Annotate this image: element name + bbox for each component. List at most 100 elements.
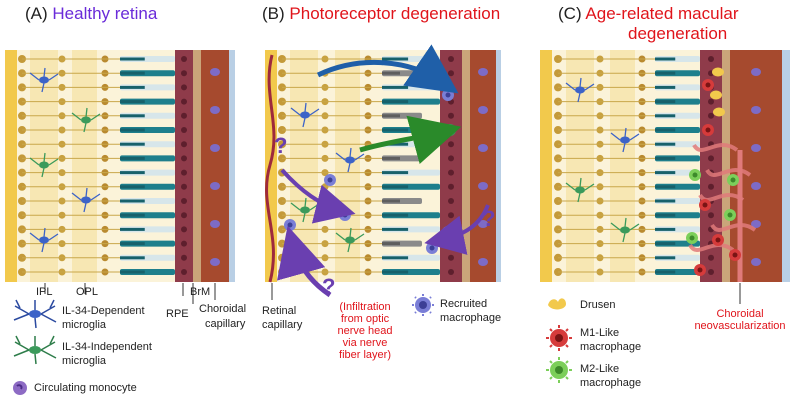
legend-il34-independent-microglia-icon	[13, 335, 57, 365]
photoreceptor-inner	[655, 85, 676, 89]
blood-cell	[478, 258, 488, 266]
blood-cell	[751, 106, 761, 114]
rpe-nucleus	[448, 112, 454, 119]
rpe-nucleus	[181, 98, 187, 105]
m2-nucleus	[730, 177, 736, 183]
panel-c-title: (C) Age-related macular	[558, 4, 739, 23]
m1-nucleus	[705, 127, 711, 133]
photoreceptor-inner	[120, 256, 145, 260]
legend-m1-macrophage-icon	[546, 325, 572, 351]
blood-cell	[478, 144, 488, 152]
photoreceptor-inner	[655, 185, 676, 189]
infiltration-note: (Infiltration from optic nerve head via …	[337, 301, 393, 361]
panel-c-title-line2: degeneration	[628, 24, 728, 43]
rpe-nucleus	[448, 169, 454, 176]
photoreceptor-inner	[120, 242, 145, 246]
rpe-nucleus	[181, 141, 187, 148]
rpe-nucleus	[448, 183, 454, 190]
macrophage-nucleus	[287, 222, 293, 228]
microglia-cell	[620, 136, 630, 144]
rpe-nucleus	[448, 141, 454, 148]
photoreceptor-inner	[382, 156, 400, 160]
rpe-nucleus	[181, 198, 187, 204]
macrophage-nucleus	[342, 212, 348, 218]
photoreceptor-inner	[382, 71, 400, 75]
rpe-nucleus	[181, 84, 187, 91]
microglia-process	[29, 227, 59, 253]
microglia-cell	[81, 116, 91, 124]
photoreceptor-inner	[120, 171, 145, 175]
legend-circulating-monocyte-icon	[13, 381, 27, 395]
photoreceptor-inner	[120, 270, 145, 274]
microglia-cell	[81, 196, 91, 204]
green-arrow	[359, 115, 462, 165]
microglia-process	[29, 152, 59, 178]
legend-il34-dependent-microglia-icon	[13, 299, 57, 329]
blood-cell	[478, 106, 488, 114]
microglia-cell	[345, 156, 355, 164]
photoreceptor-inner	[655, 156, 676, 160]
legend-drusen-label: Drusen	[580, 299, 616, 311]
neovascular-vessel	[705, 168, 752, 177]
photoreceptor-inner	[655, 171, 676, 175]
purple-arrow-3	[277, 225, 332, 298]
retinal-capillary-label: Retinal	[262, 305, 297, 317]
rpe-nucleus	[181, 226, 187, 233]
drusen	[712, 67, 724, 77]
microglia-cell	[575, 86, 585, 94]
rpe-nucleus	[448, 70, 454, 77]
photoreceptor-inner	[120, 156, 145, 160]
brm-label: BrM	[190, 286, 211, 298]
legend-m1-label-2: macrophage	[580, 341, 642, 353]
photoreceptor-inner	[655, 227, 676, 231]
legend-recruited-macrophage-icon	[412, 294, 434, 316]
photoreceptor-inner	[655, 199, 676, 203]
m2-nucleus	[689, 235, 695, 241]
rpe-nucleus	[448, 269, 454, 275]
legend-m2-label: M2-Like	[580, 363, 620, 375]
blood-cell	[478, 182, 488, 190]
blood-cell	[210, 68, 220, 76]
photoreceptor-inner	[382, 270, 409, 274]
photoreceptor-inner	[120, 100, 145, 104]
photoreceptor-inner	[655, 114, 676, 118]
rpe-nucleus	[181, 254, 187, 261]
photoreceptor-inner	[655, 142, 676, 146]
photoreceptor-inner	[120, 142, 145, 146]
m1-nucleus	[697, 267, 703, 273]
microglia-cell	[39, 76, 49, 84]
blood-cell	[478, 68, 488, 76]
photoreceptor-inner	[382, 213, 409, 217]
photoreceptor-inner	[655, 270, 676, 274]
legend-monocyte-label: Circulating monocyte	[34, 382, 137, 394]
drusen	[713, 107, 725, 117]
rpe-nucleus	[448, 254, 454, 261]
microglia-cell	[345, 236, 355, 244]
capillary-label: capillary	[205, 318, 246, 330]
m2-nucleus	[692, 172, 698, 178]
rpe-nucleus	[181, 169, 187, 176]
rpe-nucleus	[181, 70, 187, 77]
photoreceptor-inner	[655, 242, 676, 246]
macrophage-nucleus	[429, 245, 435, 251]
photoreceptor-inner	[120, 85, 145, 89]
macrophage-nucleus	[327, 177, 333, 183]
m2-nucleus	[727, 212, 733, 218]
photoreceptor-inner	[120, 227, 145, 231]
neovascular-vessel	[692, 143, 739, 152]
panel-a-title: (A) Healthy retina	[25, 4, 158, 23]
photoreceptor-inner	[382, 100, 409, 104]
microglia-process	[610, 217, 640, 243]
photoreceptor-inner	[382, 57, 409, 61]
photoreceptor-inner	[382, 85, 409, 89]
photoreceptor-inner	[655, 213, 676, 217]
drusen	[710, 90, 722, 100]
macrophage-nucleus	[445, 229, 451, 235]
purple-arrow-2	[424, 204, 490, 255]
question-mark-3: ?	[322, 274, 336, 299]
rpe-nucleus	[708, 155, 714, 162]
blood-cell	[751, 220, 761, 228]
rpe-nucleus	[181, 127, 187, 133]
blood-cell	[751, 258, 761, 266]
rpe-nucleus	[708, 254, 714, 261]
